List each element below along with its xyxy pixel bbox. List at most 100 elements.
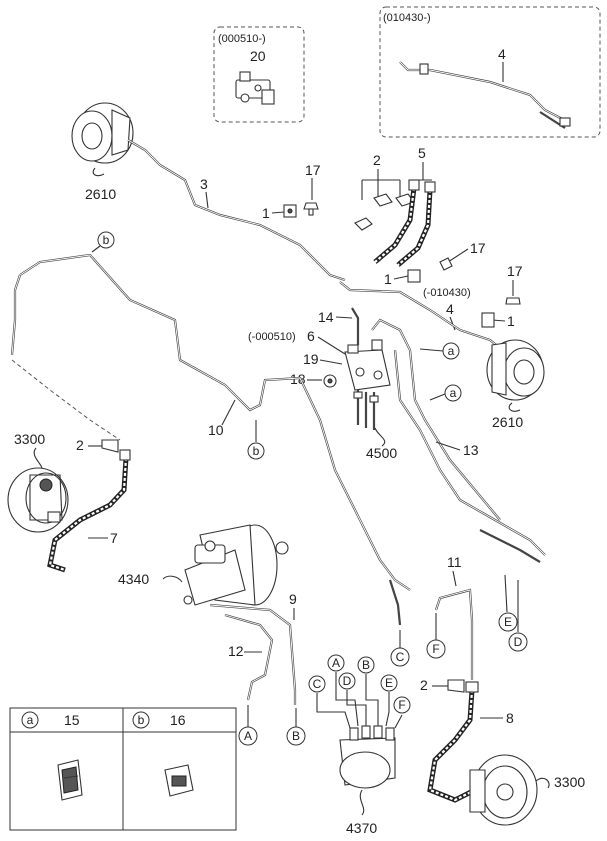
part-label-4340: 4340 — [118, 571, 149, 587]
legend-table — [9, 707, 237, 831]
svg-text:F: F — [398, 698, 405, 712]
leader-4340 — [162, 575, 183, 583]
part-label-2-left: 2 — [76, 437, 84, 453]
part-label-1-c: 1 — [507, 313, 515, 329]
part-label-6: 6 — [307, 328, 315, 344]
part-label-1-b: 1 — [384, 271, 392, 287]
inset-label-010430: (010430-) — [383, 12, 431, 24]
svg-text:B: B — [292, 729, 300, 743]
ref-b-mid: b — [247, 420, 265, 460]
part-label-4-mid: 4 — [446, 301, 454, 317]
svg-text:C: C — [313, 677, 322, 691]
ref-F-right: F — [426, 613, 446, 659]
part-label-4500: 4500 — [366, 445, 397, 461]
brake-disc-2610-left — [71, 102, 134, 164]
svg-text:E: E — [385, 676, 393, 690]
svg-text:a: a — [450, 386, 457, 400]
svg-text:a: a — [448, 344, 455, 358]
bolt-18 — [323, 374, 337, 388]
svg-text:D: D — [514, 635, 523, 649]
clip-15-icon — [57, 759, 83, 801]
brake-pipe-12 — [224, 613, 274, 701]
ref-D-right: D — [508, 580, 528, 652]
proportioning-valve-20 — [235, 71, 275, 105]
clip-16-icon — [164, 764, 194, 797]
part-label-2: 2 — [373, 152, 381, 168]
abs-ports-refs: C A D B E F — [308, 654, 411, 729]
abs-unit-4370 — [339, 725, 396, 789]
svg-text:B: B — [362, 658, 370, 672]
inset-box-000510 — [213, 26, 305, 123]
leader-3300-right — [535, 777, 550, 789]
part-label-10: 10 — [208, 422, 224, 438]
part-label-13: 13 — [463, 442, 479, 458]
part-label-1-a: 1 — [262, 205, 270, 221]
inset-box-010430 — [379, 6, 601, 138]
svg-text:A: A — [332, 656, 340, 670]
dash-link-left — [11, 359, 121, 441]
ref-A-left: A — [238, 705, 258, 746]
legend-b-letter: b — [138, 713, 145, 727]
bracket-1-b — [407, 269, 421, 283]
part-label-17-a: 17 — [305, 162, 321, 178]
part-label-11: 11 — [447, 554, 462, 570]
part-label-17-b: 17 — [470, 240, 486, 256]
clip-2-left — [101, 439, 119, 453]
clip-2-right — [447, 679, 465, 693]
ref-B-left: B — [286, 708, 306, 746]
flex-hose-5 — [373, 179, 436, 267]
ref-C-right: C — [390, 630, 410, 667]
svg-text:F: F — [432, 642, 439, 656]
legend-cell-b: b 16 — [132, 711, 194, 797]
proportioning-valve-6 — [344, 339, 391, 391]
leader-4500 — [374, 427, 386, 447]
part-label-2-right: 2 — [420, 677, 428, 693]
bolt-17-a — [303, 202, 319, 216]
part-label-3300-left: 3300 — [14, 431, 45, 447]
drum-brake-3300-right — [469, 754, 538, 826]
part-label-12: 12 — [228, 643, 244, 659]
inset-label-000510: (000510-) — [218, 33, 266, 45]
brake-pipe-13 — [393, 349, 546, 563]
part-label-9: 9 — [289, 591, 297, 607]
bracket-1-c — [481, 312, 495, 328]
svg-text:b: b — [103, 233, 110, 247]
brake-pipe-11 — [434, 588, 474, 680]
ref-a-lower: a — [429, 384, 462, 402]
svg-text:E: E — [504, 615, 512, 629]
part-label-4370: 4370 — [346, 820, 377, 836]
ref-E-right: E — [498, 574, 518, 632]
brake-pipe-4-inset — [399, 61, 571, 129]
brake-pipe-10 — [10, 253, 411, 626]
bolt-17-b — [439, 257, 453, 271]
leader-4370 — [359, 789, 365, 816]
part-label-010430: (-010430) — [423, 287, 471, 299]
part-label-3: 3 — [200, 176, 208, 192]
part-label-19: 19 — [303, 351, 319, 367]
bolt-17-c — [505, 297, 521, 305]
svg-text:C: C — [396, 650, 405, 664]
part-label-14: 14 — [318, 309, 334, 325]
brake-pipe-4 — [339, 281, 501, 349]
hose-clip-2 — [354, 193, 415, 231]
leader-2610-right — [508, 402, 521, 412]
part-label-2610-left: 2610 — [85, 186, 116, 202]
leader-3300-left — [33, 447, 43, 469]
brake-disc-2610-right — [486, 339, 545, 401]
part-label-4-top: 4 — [498, 46, 506, 62]
legend-cell-a: a 15 — [21, 711, 83, 801]
part-label-000510: (-000510) — [248, 331, 296, 343]
part-label-2610-right: 2610 — [492, 414, 523, 430]
svg-text:b: b — [253, 444, 260, 458]
pipe-connectors-4500 — [353, 390, 379, 430]
bracket-1-a — [283, 204, 297, 218]
brake-pipe-9 — [209, 603, 297, 705]
part-label-3300-right: 3300 — [554, 774, 585, 790]
flex-hose-7 — [47, 449, 131, 573]
part-label-7: 7 — [110, 530, 118, 546]
ref-b-top: b — [91, 231, 115, 253]
master-cylinder-4340 — [183, 540, 246, 606]
part-label-8: 8 — [506, 710, 514, 726]
part-label-5: 5 — [418, 145, 426, 161]
